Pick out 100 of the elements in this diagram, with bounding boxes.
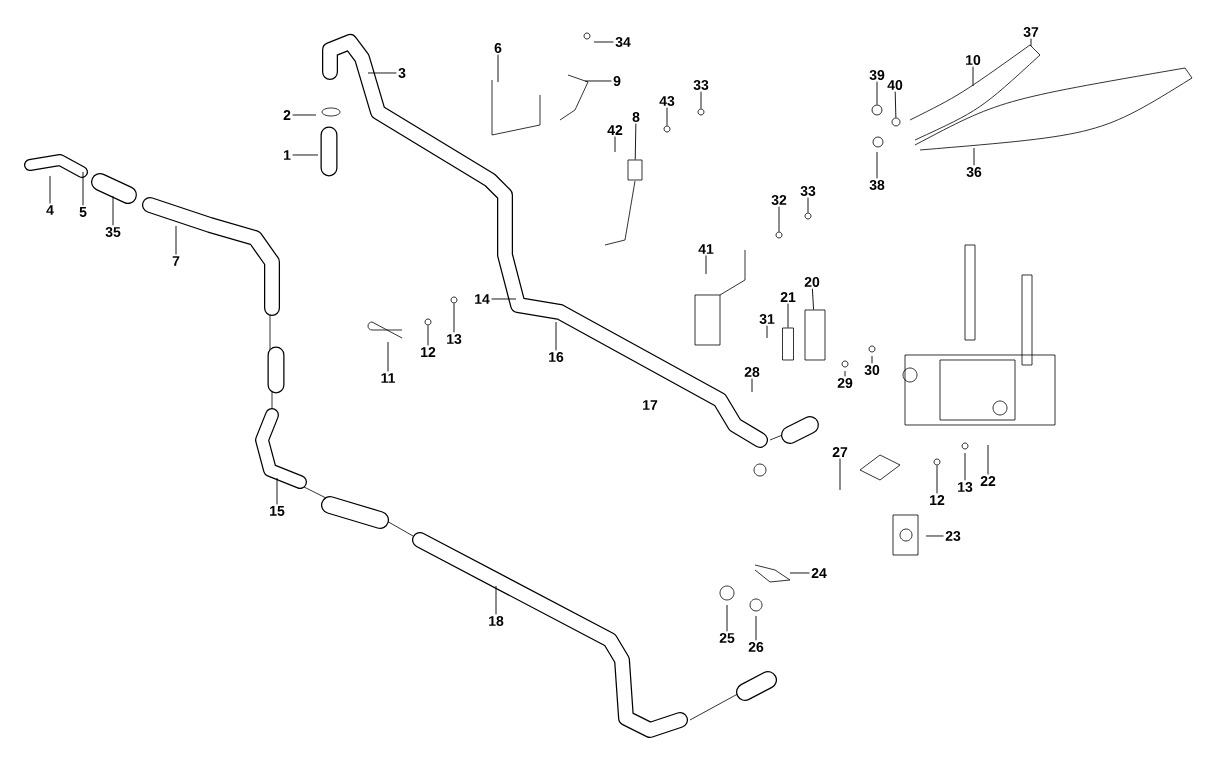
callout-number: 22 xyxy=(980,476,996,486)
leader-line xyxy=(787,303,789,329)
callout-number: 3 xyxy=(398,68,406,78)
callout-number: 4 xyxy=(46,205,54,215)
leader-line xyxy=(497,54,499,83)
leader-line xyxy=(987,444,989,475)
callout-number: 32 xyxy=(771,195,787,205)
leader-line xyxy=(871,355,873,364)
callout-number: 13 xyxy=(958,482,973,492)
circle-part xyxy=(697,108,705,116)
callout-number: 2 xyxy=(283,110,291,120)
leader-line xyxy=(755,615,757,641)
bracket-part xyxy=(627,159,643,181)
leader-line xyxy=(973,147,975,166)
callout-number: 18 xyxy=(489,616,504,626)
leader-line xyxy=(427,324,429,346)
callout-number: 9 xyxy=(613,76,621,86)
leader-line xyxy=(495,585,497,615)
leader-line xyxy=(49,175,51,204)
leader-line xyxy=(726,604,728,632)
callout-number: 42 xyxy=(607,125,623,135)
callout-number: 28 xyxy=(744,367,760,377)
callout-number: 7 xyxy=(172,256,180,266)
callout-number: 20 xyxy=(804,277,820,287)
callout-number: 30 xyxy=(864,365,880,375)
leader-line xyxy=(751,378,753,393)
callout-number: 38 xyxy=(869,180,885,190)
leader-line xyxy=(925,535,944,537)
leader-line xyxy=(453,302,455,333)
callout-number: 8 xyxy=(632,112,640,122)
leader-line xyxy=(876,151,878,179)
leader-line xyxy=(844,370,846,377)
leader-line xyxy=(634,123,637,161)
callout-number: 29 xyxy=(837,378,853,388)
leader-line xyxy=(112,195,114,226)
leader-line xyxy=(705,255,707,275)
callout-number: 25 xyxy=(719,633,735,643)
callout-number: 12 xyxy=(930,495,945,505)
leader-line xyxy=(964,452,966,481)
leader-line xyxy=(82,171,84,206)
leader-line xyxy=(367,72,397,74)
circle-part xyxy=(775,231,783,239)
callout-number: 41 xyxy=(698,244,714,254)
callout-number: 40 xyxy=(887,80,903,90)
circle-part xyxy=(804,212,812,220)
leader-line xyxy=(876,81,878,106)
callout-number: 12 xyxy=(421,347,436,357)
leader-line xyxy=(276,477,278,505)
callout-number: 37 xyxy=(1023,27,1039,37)
leader-line xyxy=(778,206,780,233)
callout-number: 14 xyxy=(475,294,490,304)
callout-number: 31 xyxy=(759,314,775,324)
leader-line xyxy=(175,225,177,255)
leader-line xyxy=(614,136,616,153)
circle-part xyxy=(663,125,671,133)
leader-line xyxy=(387,341,389,372)
leader-line xyxy=(584,80,612,82)
circle-part xyxy=(871,104,883,116)
callout-number: 33 xyxy=(693,80,709,90)
callout-number: 13 xyxy=(447,334,462,344)
leader-line xyxy=(811,288,815,311)
callout-number: 35 xyxy=(105,227,121,237)
circle-part xyxy=(450,296,458,304)
callout-number: 26 xyxy=(748,642,764,652)
callout-number: 36 xyxy=(966,167,982,177)
callout-number: 21 xyxy=(780,292,796,302)
leader-line xyxy=(936,464,938,494)
callout-number: 17 xyxy=(643,400,658,410)
callout-number: 23 xyxy=(945,531,961,541)
leader-line xyxy=(1030,38,1032,47)
callout-number: 39 xyxy=(869,70,885,80)
circle-part xyxy=(424,318,432,326)
leader-line xyxy=(292,154,319,156)
callout-number: 5 xyxy=(79,207,87,217)
callout-number: 10 xyxy=(966,55,981,65)
callout-number: 6 xyxy=(494,43,502,53)
callout-number: 43 xyxy=(659,96,675,106)
callout-number: 1 xyxy=(284,150,291,160)
callout-number: 34 xyxy=(615,37,631,47)
callout-number: 15 xyxy=(270,506,285,516)
leader-line xyxy=(555,321,557,351)
leader-line xyxy=(491,298,517,300)
leader-line xyxy=(894,91,897,119)
callout-number: 11 xyxy=(381,373,395,383)
callout-number: 16 xyxy=(549,352,564,362)
callout-number: 24 xyxy=(811,568,827,578)
leader-line xyxy=(789,572,810,574)
callout-number: 27 xyxy=(832,447,848,457)
leader-line xyxy=(666,107,668,127)
callout-number: 33 xyxy=(800,186,816,196)
bracket-part xyxy=(804,309,826,361)
bracket-part xyxy=(782,327,794,361)
leader-line xyxy=(700,91,702,110)
circle-part xyxy=(891,117,901,127)
leader-line xyxy=(292,114,317,116)
leader-line xyxy=(972,66,974,87)
circle-part xyxy=(933,458,941,466)
leader-line xyxy=(839,458,841,491)
leader-line xyxy=(807,197,809,214)
leader-line xyxy=(766,325,768,339)
